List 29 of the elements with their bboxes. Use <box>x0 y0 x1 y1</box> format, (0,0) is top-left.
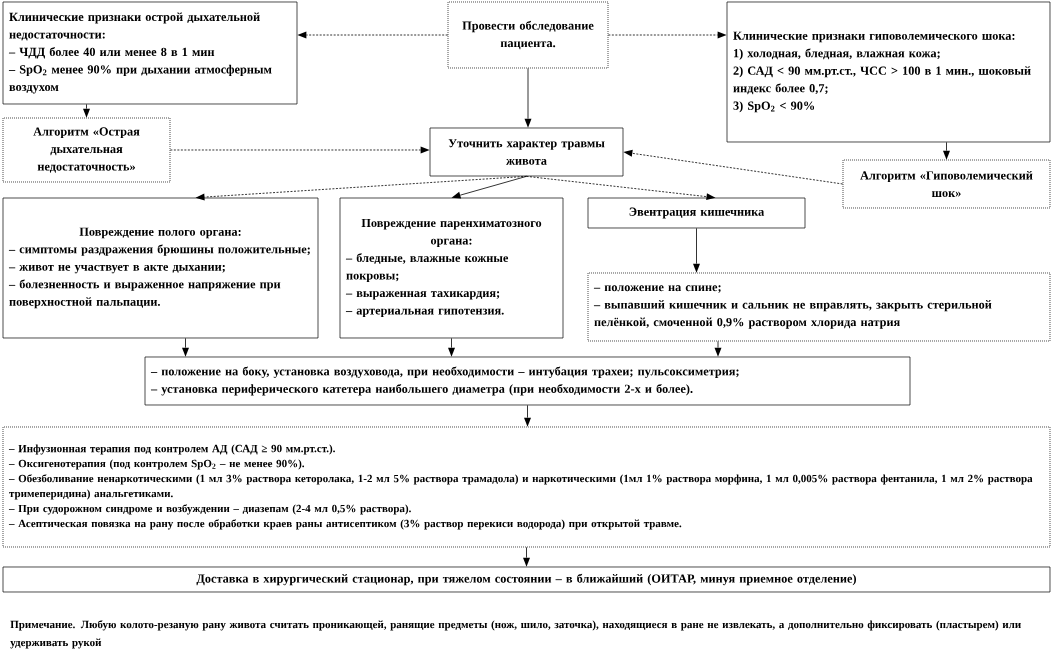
action-box: – Инфузионная терапия под контролем АД (САД ≥ 90 мм.рт.ст.). – Оксигенотерапия (под контролем SpO$_{2}$ – не менее 90%). – Обезболивание ненаркотическими (1 мл 3% раствора кеторолака, 1-2 мл 5% раствора трамадола) и наркотическими (1мл 1% раствора морфина, 1 мл 0,005% раствора фентанила, 1 мл 2% раствора тримеперидина) анальгетиками. – При судорожном синдроме и возбуждении – диазепам (2-4 мл 0,5% раствора). – Асептическая повязка на рану после обработки краев раны антисептиком (3% раствор перекиси водорода) при открытой травме. <box>2 426 1051 548</box>
process-box: Провести обследование пациента. <box>447 1 609 69</box>
arrow <box>524 404 531 427</box>
process-box: Доставка в хирургический стационар, при тяжелом состоянии – в ближайший (ОИТАР, минуя приемное отделение) <box>2 566 1051 593</box>
arrow <box>524 67 532 128</box>
arrow <box>169 146 430 154</box>
info-box: Повреждение паренхиматозного органа: – бледные, влажные кожные покровы; – выраженная тахикардия; – артериальная гипотензия. <box>339 197 564 339</box>
process-box: Алгоритм «Острая дыхательная недостаточность» <box>2 117 171 183</box>
arrow <box>526 175 716 201</box>
note-text: Примечание. Любую колото-резаную рану живота считать проникающей, ранящие предметы (нож, шило, заточка), находящиеся в ране не извлекать, а дополнительно фиксировать (пластырем) или удерживать рукой <box>10 620 1021 649</box>
arrow <box>943 141 950 160</box>
arrow <box>693 227 700 273</box>
process-box: Уточнить характер травмы живота <box>429 127 624 177</box>
info-box: Клинические признаки острой дыхательной недостаточности: – ЧДД более 40 или менее 8 в 1 мин – SpO$_{2}$ менее 90% при дыхании атмосферным воздухом <box>2 1 298 105</box>
process-box: Эвентрация кишечника <box>587 197 806 229</box>
arrow <box>83 103 90 118</box>
info-box: – положение на спине; – выпавший кишечник и сальник не вправлять, закрыть стерильной пелёнкой, смоченной 0,9% раствором хлорида натрия <box>587 272 1051 342</box>
process-box: Алгоритм «Гиповолемический шок» <box>842 159 1051 209</box>
info-box: Повреждение полого органа: – симптомы раздражения брюшины положительные; – живот не участвует в акте дыхании; – болезненность и выраженное напряжение при поверхностной пальпации. <box>2 197 319 339</box>
info-box: Клинические признаки гиповолемического шока: 1) холодная, бледная, влажная кожа; 2) САД < 90 мм.рт.ст., ЧСС > 100 в 1 мин., шоковый индекс более 0,7; 3) SpO$_{2}$ < 90% <box>726 1 1051 143</box>
arrow <box>607 31 727 39</box>
action-box: – положение на боку, установка воздуховода, при необходимости – интубация трахеи; пульсоксиметрия; – установка периферического катетера наибольшего диаметра (при необходимости 2-х и более). <box>144 356 911 406</box>
arrow <box>182 337 189 357</box>
arrow <box>448 337 455 357</box>
arrow <box>297 31 449 39</box>
arrow <box>714 340 722 357</box>
arrow <box>623 149 844 185</box>
arrow <box>451 175 527 199</box>
arrow <box>523 546 530 567</box>
